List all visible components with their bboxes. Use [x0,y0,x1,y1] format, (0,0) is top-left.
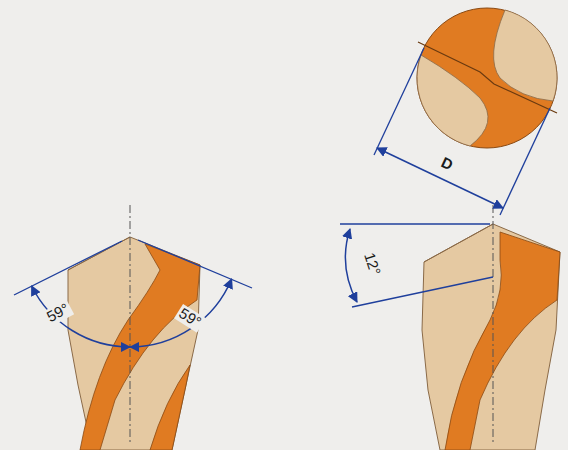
angle-label: 59° [174,304,205,332]
dimension-label: D [437,153,457,174]
diameter-dimension [374,48,550,215]
point-angle-dimension [14,240,252,347]
angle-label: 12° [360,249,384,279]
relief-angle-dimension [340,224,493,307]
angle-label: 59° [42,299,73,326]
drill-point-side-view [68,205,200,450]
drill-end-view [417,8,557,148]
drill-relief-side-view [422,205,560,450]
